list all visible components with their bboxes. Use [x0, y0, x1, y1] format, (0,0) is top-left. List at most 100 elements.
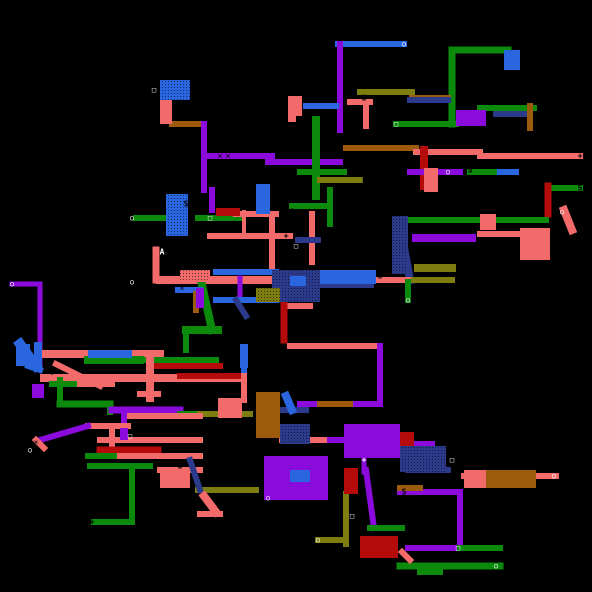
item-icon: ○	[130, 278, 134, 286]
corridor	[397, 547, 415, 565]
save-point-icon: S	[184, 200, 189, 209]
item-icon: ○	[266, 494, 270, 502]
room	[424, 168, 438, 192]
crossed-tile-icon: ✕	[434, 80, 439, 89]
save-point-icon: S	[178, 462, 183, 471]
crossed-tile-icon: ✕	[218, 152, 223, 161]
item-icon: ○	[494, 562, 498, 570]
room	[160, 470, 190, 488]
room	[256, 392, 280, 438]
crossed-tile-icon: ✕	[370, 176, 375, 185]
crossed-tile-icon: ✕	[34, 446, 39, 455]
room-texture	[160, 80, 190, 100]
crossed-tile-icon: ✕	[362, 176, 367, 185]
room-texture	[166, 194, 188, 236]
room	[480, 214, 496, 230]
door-icon: □	[394, 120, 398, 128]
room	[160, 100, 172, 124]
save-point-icon: S	[176, 424, 181, 433]
room	[288, 96, 302, 116]
crossed-tile-icon: ✕	[370, 168, 375, 177]
door-icon: □	[450, 456, 454, 464]
corridor	[195, 271, 217, 335]
save-point-icon: S	[362, 94, 367, 103]
room-texture	[180, 270, 210, 282]
room	[504, 50, 520, 70]
save-point-icon: S	[290, 208, 295, 217]
room-texture	[392, 216, 408, 274]
corridor	[186, 456, 204, 494]
room	[32, 384, 44, 398]
save-point-icon: S	[578, 184, 583, 193]
corridor	[362, 466, 378, 532]
heal-point-icon: +	[346, 104, 351, 113]
crossed-tile-icon: ✕	[28, 382, 33, 391]
room	[320, 270, 376, 284]
crossed-tile-icon: ✕	[362, 168, 367, 177]
room	[290, 276, 306, 286]
room	[196, 288, 204, 308]
room	[464, 470, 486, 488]
item-icon: ○	[446, 168, 450, 176]
door-icon: □	[152, 86, 156, 94]
room	[240, 344, 248, 368]
room	[218, 398, 242, 418]
save-point-icon: S	[128, 288, 133, 297]
room	[34, 342, 42, 372]
room-layer	[16, 50, 550, 558]
save-point-icon: S	[336, 144, 341, 153]
save-point-icon: S	[378, 272, 383, 281]
save-point-icon: S	[468, 166, 473, 175]
room	[456, 110, 486, 126]
room	[486, 470, 536, 488]
boss-marker-icon: A	[160, 248, 165, 257]
room	[344, 424, 400, 458]
corridor	[31, 435, 49, 453]
heal-point-icon: +	[362, 456, 367, 465]
corridor	[231, 295, 251, 321]
boss-marker-icon: A	[82, 472, 87, 481]
crossed-tile-icon: ✕	[218, 144, 223, 153]
item-icon: ○	[130, 214, 134, 222]
corridor	[280, 390, 298, 416]
door-icon: □	[128, 432, 132, 440]
save-point-icon: S	[50, 368, 55, 377]
room	[120, 428, 128, 440]
save-point-icon: S	[522, 120, 527, 129]
corridor	[36, 422, 92, 444]
heal-point-icon: +	[90, 518, 95, 527]
item-icon: ○	[28, 446, 32, 454]
item-icon: ○	[560, 208, 564, 216]
door-icon: □	[294, 242, 298, 250]
room-texture	[280, 424, 310, 444]
save-point-icon: S	[178, 104, 183, 113]
door-icon: □	[208, 214, 212, 222]
save-point-icon: S	[330, 120, 335, 129]
room	[344, 468, 358, 494]
room	[16, 344, 30, 366]
door-icon: □	[456, 544, 460, 552]
save-point-icon: S	[402, 488, 407, 497]
item-icon: ○	[316, 536, 320, 544]
crossed-tile-icon: ✕	[442, 80, 447, 89]
room	[400, 432, 414, 446]
save-point-icon: S	[72, 392, 77, 401]
room-texture	[256, 288, 280, 302]
crossed-tile-icon: ✕	[426, 80, 431, 89]
heal-point-icon: +	[82, 446, 87, 455]
heal-point-icon: +	[198, 224, 203, 233]
save-point-icon: S	[290, 148, 295, 157]
heal-point-icon: +	[284, 232, 289, 241]
heal-point-icon: +	[578, 152, 583, 161]
corridor	[198, 490, 222, 518]
crossed-tile-icon: ✕	[180, 284, 185, 293]
door-icon: □	[350, 512, 354, 520]
room	[520, 228, 550, 260]
item-icon: ○	[406, 296, 410, 304]
save-point-icon: S	[178, 344, 183, 353]
save-point-icon: S	[184, 424, 189, 433]
room	[290, 470, 310, 482]
corridor	[558, 204, 578, 236]
